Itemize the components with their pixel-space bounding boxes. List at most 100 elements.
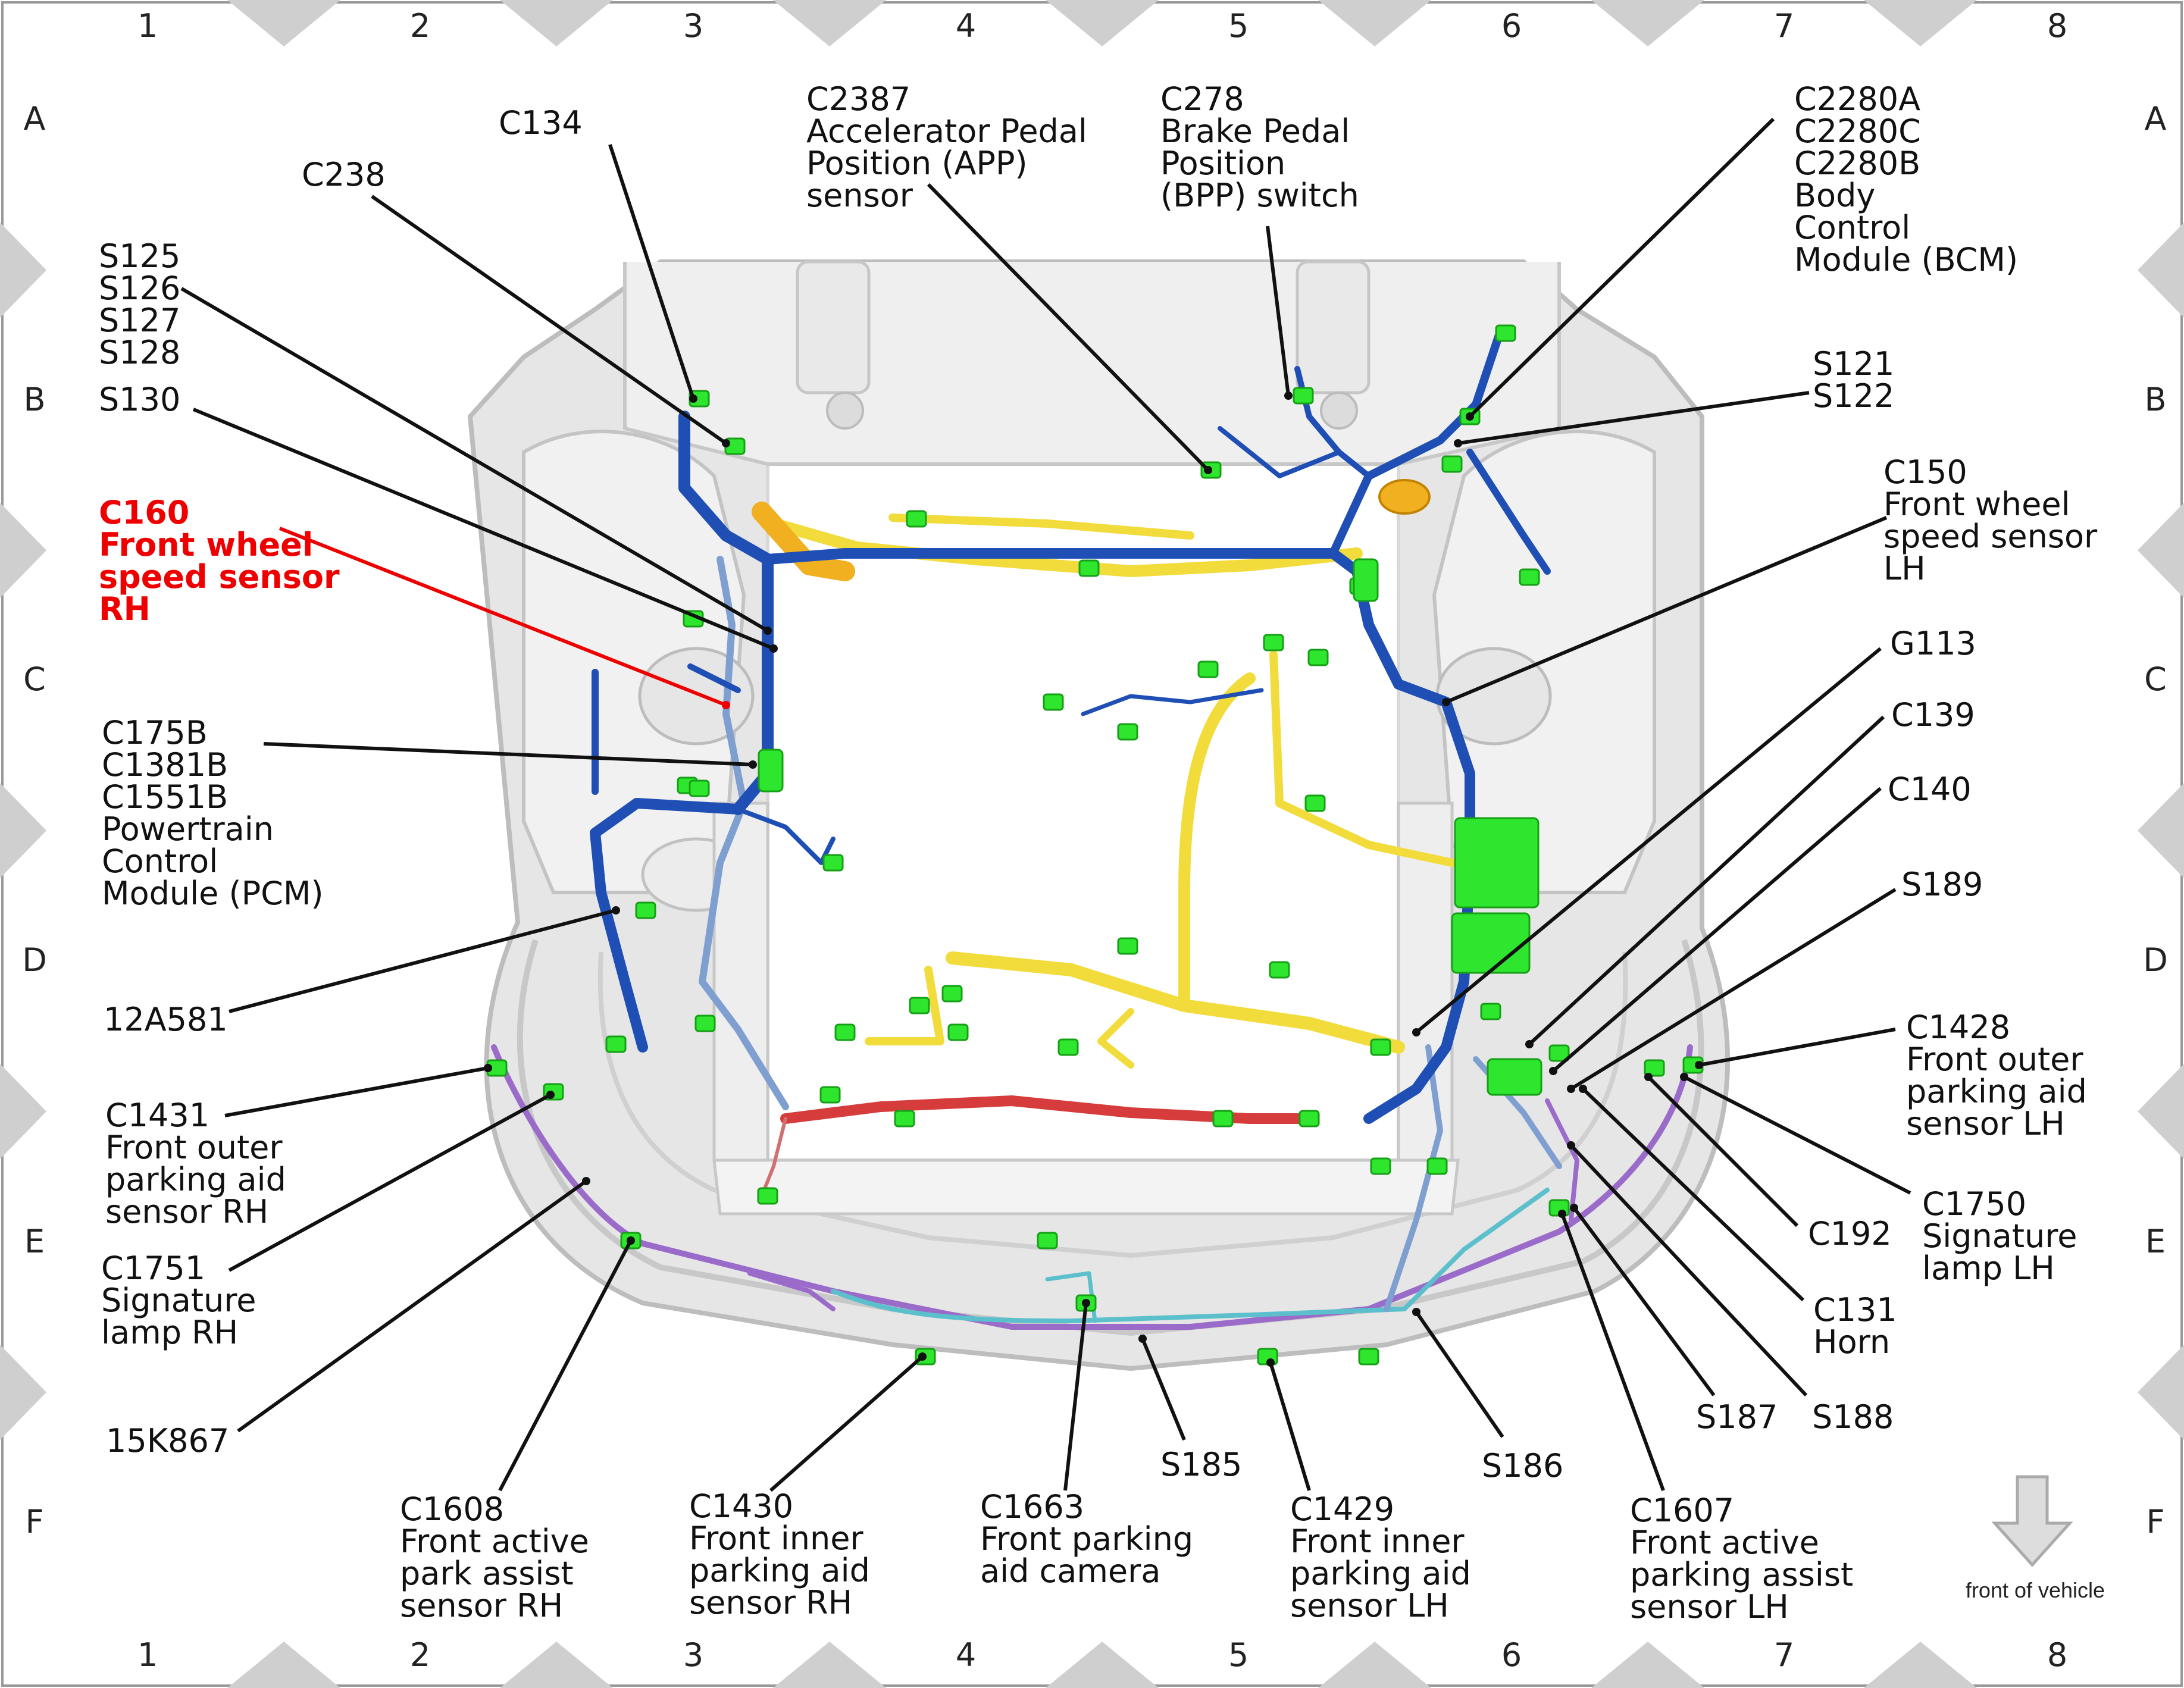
callout-line: C238 [302,156,386,193]
grid-column-label: 2 [410,1636,430,1674]
connector-marker [1263,634,1284,652]
callout-line: sensor LH [1290,1587,1449,1624]
leader-tip-s187 [1570,1204,1578,1212]
connector-markers [486,324,1704,1366]
callout-line: speed sensor [1883,518,2098,555]
callout-line: C175B [102,714,208,751]
callout-line: C1663 [980,1488,1084,1526]
callout-line: C150 [1883,453,1967,491]
module-marker [1353,558,1379,602]
grid-diamond [773,0,886,46]
front-of-vehicle-note: front of vehicle [1966,1578,2105,1602]
leader-tip-c278 [1284,392,1293,400]
connector-marker [1495,324,1516,342]
leader-tip-s130 [769,644,778,653]
callout-c134: C134 [499,104,583,142]
leader-line-c1607 [1560,1213,1665,1492]
grid-diamond [1864,1642,1977,1688]
grid-diamond [0,503,46,598]
callout-line: S128 [99,334,180,371]
leader-tip-c1751 [546,1091,555,1099]
callout-line: Front parking [980,1520,1193,1558]
callout-line: C192 [1808,1215,1892,1252]
callout-line: C1608 [400,1490,504,1528]
leader-line-g113 [1415,647,1882,1034]
connector-marker [1269,961,1290,979]
leader-tip-c131 [1579,1085,1587,1093]
callout-line: Front inner [689,1520,863,1557]
callout-line: Signature [1922,1217,2077,1255]
callout-line: S130 [99,381,180,418]
connector-marker [906,510,927,528]
module-marker [758,749,784,793]
callout-s189: S189 [1901,866,1983,903]
leader-line-s125 [180,287,769,632]
leader-tip-s185 [1138,1335,1147,1343]
connector-marker [1644,1059,1665,1077]
callout-line: Control [102,843,218,880]
grid-column-label: 7 [1774,1636,1794,1674]
callout-s185: S185 [1160,1446,1242,1483]
callout-line: sensor RH [400,1587,563,1624]
grid-column-label: 3 [683,1636,703,1674]
connector-marker [1197,660,1219,678]
leader-tip-s121 [1454,439,1462,447]
callout-line: park assist [400,1555,574,1592]
callout-line: Front outer [1906,1041,2083,1078]
callout-line: Powertrain [102,810,274,848]
leader-tip-12a581 [612,906,620,915]
callout-12a581: 12A581 [104,1001,228,1038]
front-of-vehicle-arrow-icon [1991,1475,2073,1567]
leader-line-c1663 [1063,1302,1088,1491]
callout-line: lamp LH [1922,1249,2055,1287]
leader-tip-c1429 [1266,1358,1275,1367]
grid-diamond [1318,1642,1431,1688]
leader-tip-c1607 [1558,1210,1566,1218]
grid-diamond [500,0,613,46]
callout-line: parking aid [105,1161,286,1198]
callout-line: sensor LH [1630,1588,1789,1626]
grid-column-label: 1 [137,1636,158,1674]
vehicle-body [467,259,1731,1371]
leader-line-s121 [1457,391,1810,445]
leader-line-c192 [1647,1075,1799,1227]
callout-line: Accelerator Pedal [806,112,1087,150]
connector-marker [1426,1157,1448,1175]
callout-line: Brake Pedal [1160,112,1350,150]
grid-diamond [0,783,46,878]
connector-marker [894,1110,915,1128]
grid-column-label: 5 [1228,7,1249,45]
grid-column-label: 1 [137,7,158,45]
callout-c139: C139 [1891,696,1975,734]
leader-line-c1431 [224,1066,489,1117]
callout-line: parking aid [1906,1073,2087,1110]
callout-line: sensor RH [689,1584,852,1621]
connector-marker [1212,1110,1234,1128]
callout-line: S188 [1812,1398,1894,1436]
grid-column-label: 6 [1501,1636,1522,1674]
grid-column-label: 2 [410,7,430,45]
callout-line: C131 [1813,1291,1897,1329]
callout-line: S127 [99,302,180,339]
leader-tip-c139 [1525,1040,1534,1048]
callout-line: C1428 [1906,1009,2010,1046]
grid-column-label: 7 [1774,7,1794,45]
callout-line: C2280C [1794,112,1921,150]
callout-line: S126 [99,270,180,307]
callout-line: C1751 [101,1249,205,1287]
grid-diamond [1046,1642,1159,1688]
grid-diamond [1318,0,1431,46]
callout-line: C2387 [806,80,910,118]
callout-line: G113 [1890,625,1976,662]
callout-15k867: 15K867 [106,1422,229,1460]
grid-row-label: F [25,1503,43,1540]
connector-marker [819,1086,841,1104]
leader-tip-c140 [1549,1067,1557,1075]
